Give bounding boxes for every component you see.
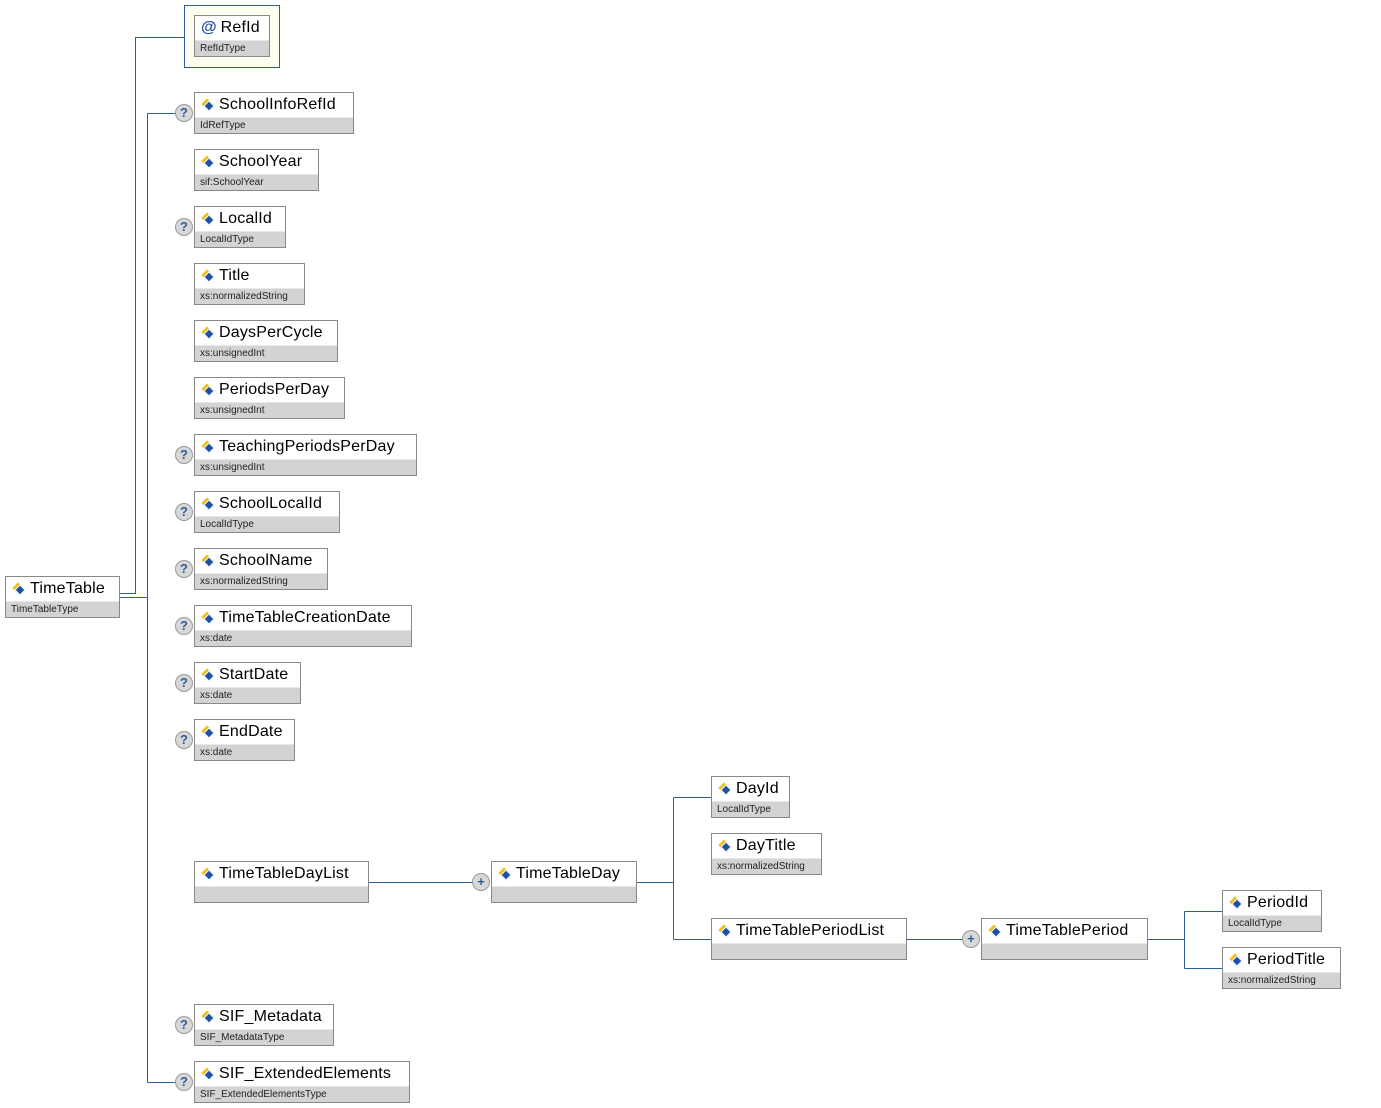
element-icon (201, 726, 215, 738)
optional-icon: ? (175, 446, 193, 464)
element-timetabledaylist[interactable]: TimeTableDayList (194, 861, 369, 903)
element-icon (988, 925, 1002, 937)
period-sequence-connector (1147, 911, 1222, 969)
element-timetableperiod[interactable]: TimeTablePeriod (981, 918, 1148, 960)
element-icon (1229, 954, 1243, 966)
optional-icon: ? (175, 1073, 193, 1091)
element-icon (201, 384, 215, 396)
element-timetableperiodlist[interactable]: TimeTablePeriodList (711, 918, 907, 960)
element-icon (201, 498, 215, 510)
optional-icon: ? (175, 617, 193, 635)
element-timetableday[interactable]: TimeTableDay (491, 861, 637, 903)
element-icon (718, 783, 732, 795)
element-icon (12, 583, 26, 595)
element-icon (201, 669, 215, 681)
element-icon (201, 213, 215, 225)
element-icon (201, 156, 215, 168)
element-timetable[interactable]: TimeTable TimeTableType (5, 576, 120, 618)
element-icon (201, 868, 215, 880)
optional-icon: ? (175, 218, 193, 236)
element-icon (201, 555, 215, 567)
element-icon (718, 840, 732, 852)
day-sequence-connector (636, 797, 711, 940)
attribute-connector (119, 37, 184, 594)
optional-icon: ? (175, 104, 193, 122)
attribute-refid[interactable]: @RefId RefIdType (194, 15, 270, 57)
element-icon (201, 1011, 215, 1023)
element-icon (201, 612, 215, 624)
optional-icon: ? (175, 503, 193, 521)
element-icon (201, 1068, 215, 1080)
optional-icon: ? (175, 731, 193, 749)
expand-icon[interactable]: + (472, 873, 490, 891)
attribute-icon: @ (201, 19, 217, 36)
optional-icon: ? (175, 560, 193, 578)
expand-icon[interactable]: + (962, 930, 980, 948)
optional-icon: ? (175, 1016, 193, 1034)
element-icon (201, 99, 215, 111)
element-icon (201, 270, 215, 282)
element-icon (718, 925, 732, 937)
sequence-connector (119, 113, 176, 1083)
optional-icon: ? (175, 674, 193, 692)
element-icon (201, 441, 215, 453)
element-icon (1229, 897, 1243, 909)
element-icon (498, 868, 512, 880)
element-icon (201, 327, 215, 339)
